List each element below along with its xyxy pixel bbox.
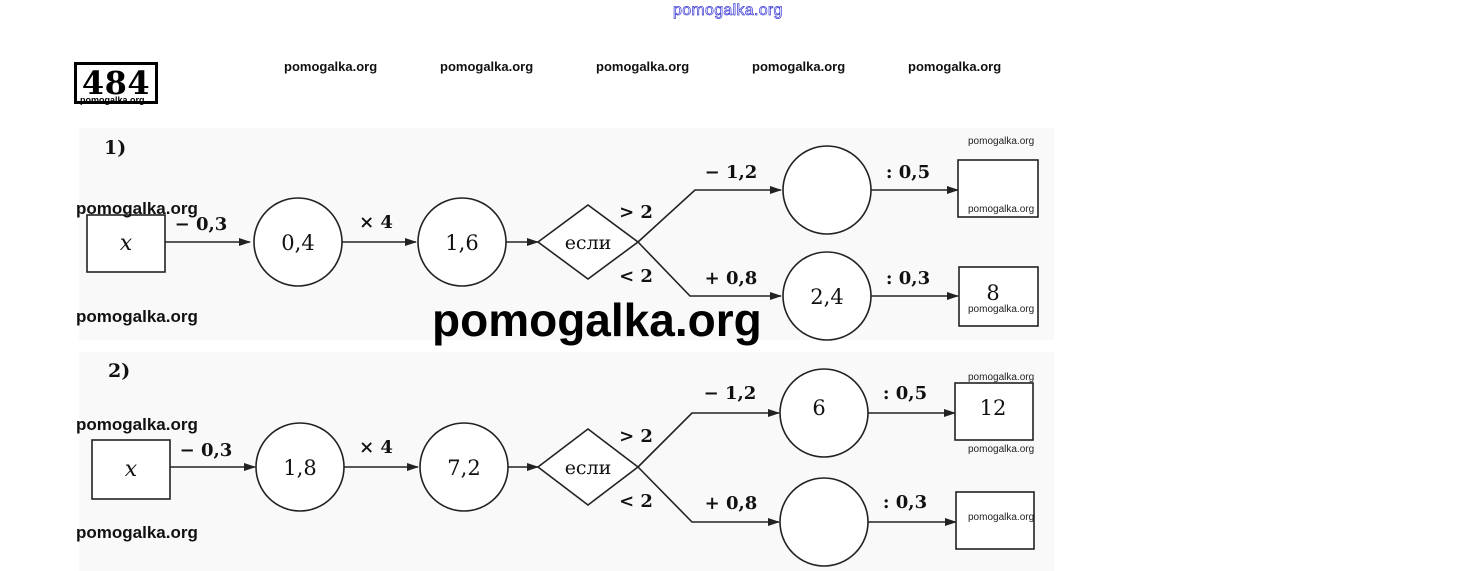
operation-label: + 0,8: [705, 268, 758, 289]
operation-label: − 0,3: [180, 440, 233, 461]
operation-label: : 0,3: [886, 268, 930, 289]
watermark-text: pomogalka.org: [596, 59, 690, 74]
operation-label: + 0,8: [705, 493, 758, 514]
node-value: 2,4: [810, 285, 843, 309]
result-box-down: [958, 266, 1039, 327]
arrow-down-branch: [637, 241, 782, 300]
watermark-text: pomogalka.org: [968, 512, 1035, 523]
result-box-up: [957, 159, 1039, 218]
operation-label: − 0,3: [175, 214, 228, 235]
watermark-text: pomogalka.org: [284, 59, 378, 74]
decision-label: если: [565, 232, 612, 254]
condition-label: > 2: [619, 202, 653, 223]
operation-label: − 1,2: [705, 162, 758, 183]
watermark-text: pomogalka.org: [76, 523, 198, 542]
start-var: x: [125, 457, 138, 482]
condition-label: > 2: [619, 426, 653, 447]
watermark-text: pomogalka.org: [440, 59, 534, 74]
operation-label: × 4: [359, 212, 393, 233]
watermark-text: pomogalka.org: [968, 372, 1035, 383]
watermark-text: pomogalka.org: [968, 444, 1035, 455]
diagram-2: [91, 368, 1035, 567]
watermark-text: pomogalka.org: [752, 59, 846, 74]
node-value: 1,8: [283, 456, 316, 480]
operation-label: : 0,3: [883, 492, 927, 513]
diagram-label: 2): [108, 360, 130, 382]
watermark-text: pomogalka.org: [968, 204, 1035, 215]
result-box-down: [955, 491, 1035, 550]
arrow-up-branch: [637, 186, 782, 243]
circle-node-down: [779, 477, 869, 567]
node-value: 6: [812, 396, 825, 420]
watermark-text: pomogalka.org: [80, 95, 145, 105]
start-var: x: [120, 231, 133, 256]
diagram-1: [86, 145, 1039, 341]
watermark-large: pomogalka.org: [432, 294, 762, 346]
result-value: 12: [980, 396, 1007, 420]
watermark-text: pomogalka.org: [76, 307, 198, 326]
operation-label: : 0,5: [883, 383, 927, 404]
task-number: 484: [81, 64, 151, 102]
arrow-down-branch: [637, 466, 780, 526]
task-number-box: 484 pomogalka.org: [74, 62, 158, 105]
node-value: 7,2: [447, 456, 480, 480]
decision-label: если: [565, 457, 612, 479]
diagram-label: 1): [104, 137, 126, 159]
operation-label: − 1,2: [704, 383, 757, 404]
start-box: [86, 214, 166, 273]
site-logo[interactable]: pomogalka.org: [673, 2, 783, 20]
start-box: [91, 439, 171, 500]
condition-label: < 2: [619, 491, 653, 512]
watermark-text: pomogalka.org: [908, 59, 1002, 74]
operation-label: : 0,5: [886, 162, 930, 183]
result-box-up: [954, 382, 1034, 441]
arrow-up-branch: [637, 409, 780, 468]
result-value: 8: [986, 281, 999, 305]
watermark-text: pomogalka.org: [968, 304, 1035, 315]
diagram-1-labels: 1) x − 0,3 0,4 × 4 1,6 если > 2 < 2 − 1,…: [104, 137, 1000, 309]
operation-label: × 4: [359, 437, 393, 458]
condition-label: < 2: [619, 266, 653, 287]
circle-node-up: [782, 145, 872, 235]
diagram-2-labels: 2) x − 0,3 1,8 × 4 7,2 если > 2 < 2 − 1,…: [108, 360, 1006, 514]
node-value: 0,4: [281, 231, 314, 255]
watermark-text: pomogalka.org: [76, 415, 198, 434]
node-value: 1,6: [445, 231, 478, 255]
watermark-text: pomogalka.org: [968, 136, 1035, 147]
watermark-text: pomogalka.org: [76, 199, 198, 218]
